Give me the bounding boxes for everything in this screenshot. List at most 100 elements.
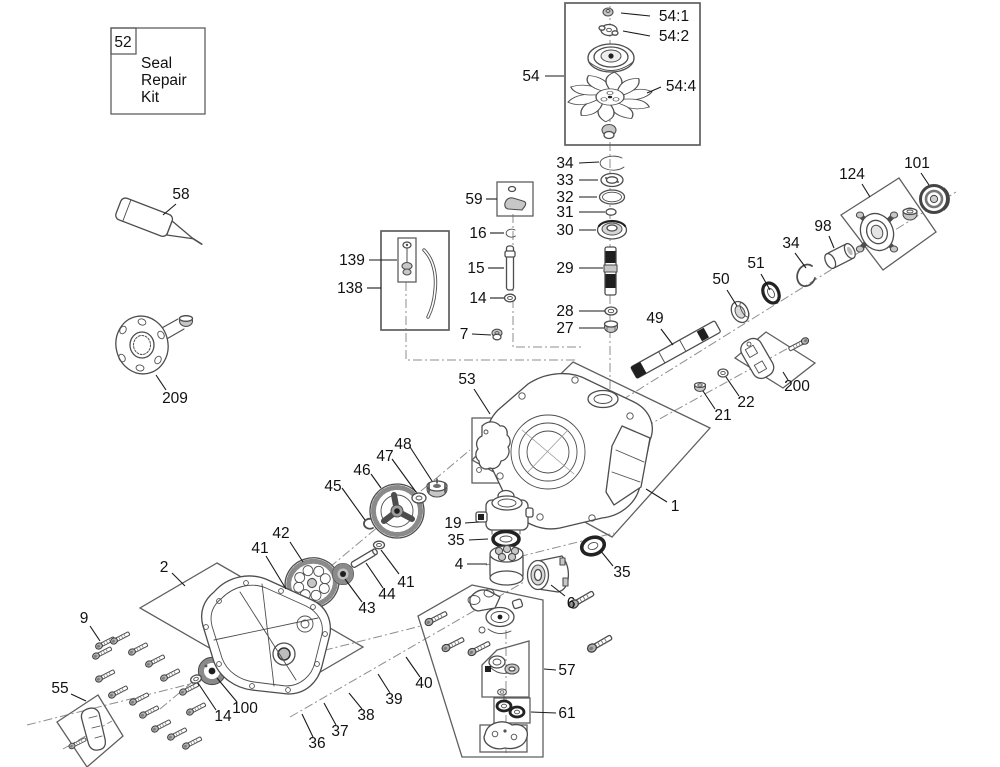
part-label-101: 101: [904, 155, 930, 172]
part-label-44: 44: [378, 586, 396, 603]
part-nut-22: [717, 368, 729, 378]
part-bypass-lever-55: [67, 707, 106, 751]
label-leader-line: [530, 711, 557, 714]
label-leader-line: [289, 541, 304, 563]
kit-line-2: Repair: [141, 72, 187, 89]
part-bearing-101: [919, 184, 950, 214]
part-label-34: 34: [782, 235, 800, 252]
pump-bolt: [440, 635, 466, 654]
part-axle-shaft-49: [630, 320, 721, 379]
part-label-1: 1: [671, 498, 680, 515]
part-cylinder-block-4: [489, 544, 524, 586]
parts: [67, 7, 950, 751]
part-seal-35b: [579, 535, 607, 557]
part-cylinder-block-6: [526, 555, 570, 593]
part-fitting-59: [504, 185, 527, 211]
part-gear-46: [369, 483, 425, 539]
seal-box-61: [493, 697, 531, 724]
label-leader-line: [726, 289, 738, 307]
part-label-9: 9: [80, 610, 89, 627]
part-label-124: 124: [839, 166, 865, 183]
part-retaining-ring-34b: [796, 263, 816, 288]
label-leader-line: [622, 30, 651, 37]
part-label-54: 54: [522, 68, 540, 85]
part-label-30: 30: [556, 222, 574, 239]
label-leader-line: [265, 555, 287, 590]
label-leader-line: [725, 376, 740, 397]
part-label-2: 2: [160, 559, 169, 576]
part-label-36: 36: [308, 735, 325, 752]
part-washer-54-2: [598, 23, 619, 37]
label-leader-line: [370, 473, 382, 489]
label-leader-line: [828, 235, 835, 249]
part-label-54-1: 54:1: [659, 8, 689, 25]
part-label-37: 37: [331, 723, 348, 740]
part-label-50: 50: [712, 271, 730, 288]
part-side-cover-2: [200, 575, 332, 695]
label-leader-line: [794, 252, 807, 269]
part-label-22: 22: [737, 394, 754, 411]
label-leader-line: [645, 488, 668, 503]
part-charge-pump-19: [475, 495, 534, 535]
part-pinion-43: [331, 562, 355, 586]
part-label-61: 61: [558, 705, 575, 722]
part-vent-fitting-139: [401, 241, 438, 319]
part-labels: 54:154:25454:434333231302928275916151471…: [51, 8, 930, 752]
part-label-34: 34: [556, 155, 574, 172]
part-label-57: 57: [558, 662, 575, 679]
part-label-54-2: 54:2: [659, 28, 689, 45]
part-label-31: 31: [556, 204, 573, 221]
pump-bolt: [466, 639, 492, 658]
part-washer-61a: [497, 688, 507, 696]
label-leader-line: [578, 161, 600, 164]
part-label-45: 45: [324, 478, 341, 495]
pump-bolt: [423, 609, 449, 628]
part-label-55: 55: [51, 680, 68, 697]
part-washer-47: [411, 492, 427, 504]
label-leader-line: [391, 458, 417, 493]
part-castle-nut-48: [426, 478, 448, 498]
part-seal-35a: [491, 529, 521, 549]
part-pump-body-57: [467, 588, 524, 634]
trunnion-box: [481, 640, 530, 698]
part-bracket-bolt: [787, 335, 811, 353]
label-leader-line: [348, 692, 363, 710]
part-label-58: 58: [172, 186, 189, 203]
part-label-28: 28: [556, 303, 573, 320]
kit-number: 52: [114, 34, 131, 51]
part-label-14: 14: [469, 290, 487, 307]
part-oring-32: [598, 189, 626, 205]
label-leader-line: [301, 713, 314, 738]
part-sealant-tube-58: [115, 197, 203, 245]
part-label-59: 59: [465, 191, 482, 208]
part-trunnion-arm: [485, 655, 520, 675]
part-ring-28: [604, 306, 618, 316]
part-label-35: 35: [447, 532, 464, 549]
part-label-35: 35: [613, 564, 630, 581]
pump-kit-box-57: [417, 584, 544, 758]
part-label-19: 19: [444, 515, 461, 532]
part-label-27: 27: [556, 320, 573, 337]
label-leader-line: [760, 273, 771, 291]
part-label-7: 7: [460, 326, 469, 343]
part-label-39: 39: [385, 691, 402, 708]
part-shaft-44: [350, 548, 378, 568]
part-ring-31: [605, 208, 617, 216]
part-pump-shaft-29: [603, 246, 618, 296]
part-bolts-9: [91, 630, 208, 751]
label-leader-line: [920, 172, 930, 186]
part-label-42: 42: [272, 525, 289, 542]
kit-line-1: Seal: [141, 55, 172, 72]
part-nut-21: [693, 381, 707, 393]
label-leader-line: [409, 446, 433, 482]
part-label-41: 41: [251, 540, 268, 557]
part-label-98: 98: [814, 218, 831, 235]
part-label-15: 15: [467, 260, 484, 277]
label-leader-line: [405, 656, 421, 678]
part-pin-15: [504, 245, 516, 291]
part-pulley-54: [587, 43, 635, 73]
label-leader-line: [471, 333, 492, 336]
part-hub-124: [855, 207, 918, 253]
label-leader-line: [550, 584, 566, 597]
